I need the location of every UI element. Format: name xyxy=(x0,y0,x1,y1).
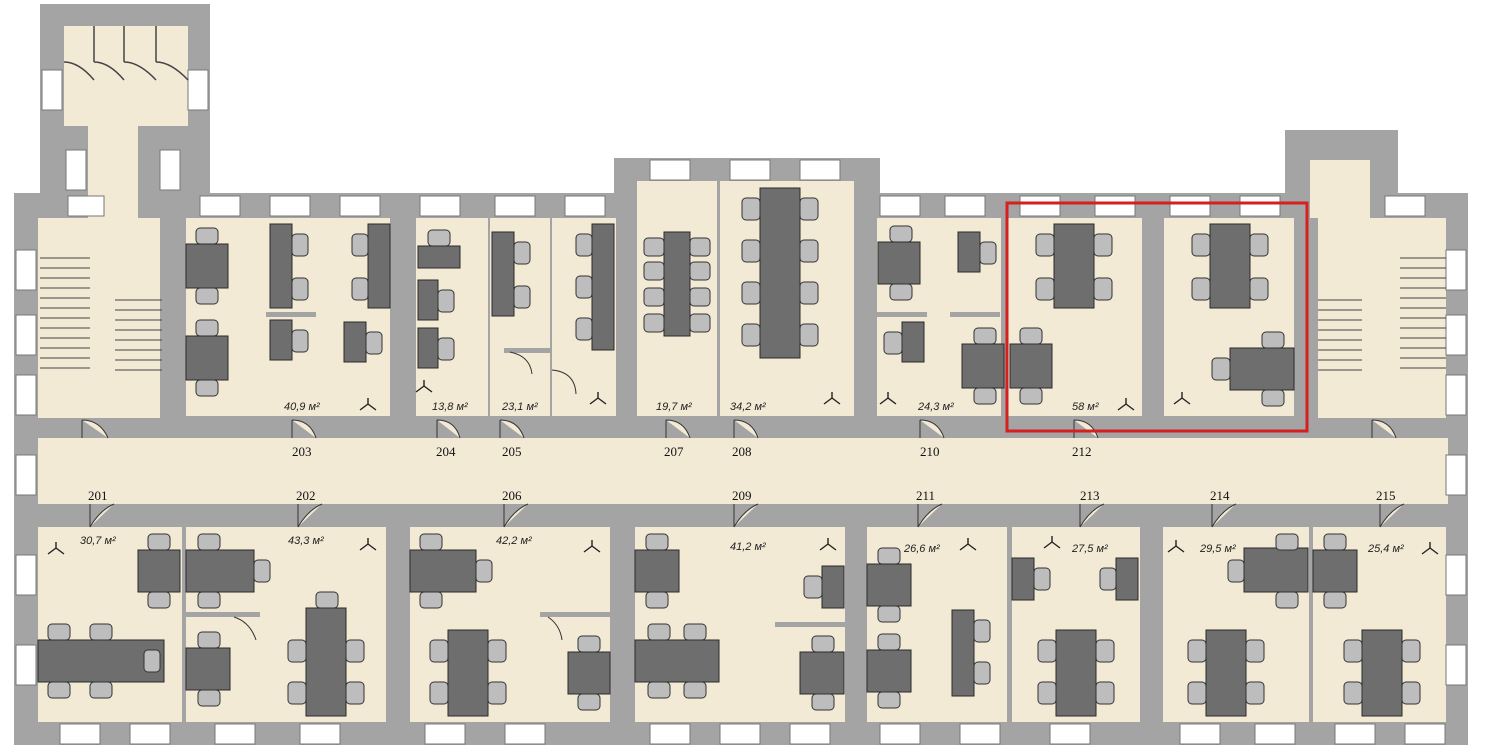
internal-walls xyxy=(160,218,1318,627)
room-number-204: 204 xyxy=(436,444,456,459)
room-number-202: 202 xyxy=(296,488,316,503)
area-label-204: 13,8 м² xyxy=(432,401,468,413)
area-label-210: 24,3 м² xyxy=(917,401,954,413)
room-number-205: 205 xyxy=(502,444,522,459)
stairs-right xyxy=(1318,257,1446,371)
room-number-212: 212 xyxy=(1072,444,1092,459)
room-number-209: 209 xyxy=(732,488,752,503)
room-number-labels: 203 204 205 207 208 210 212 201 202 206 … xyxy=(88,444,1396,503)
ceiling-fixture-icons xyxy=(47,380,1439,555)
top-stall-partitions xyxy=(63,26,189,81)
area-label-205: 23,1 м² xyxy=(501,401,538,413)
area-label-213: 27,5 м² xyxy=(1071,543,1108,555)
area-label-202: 43,3 м² xyxy=(288,535,324,547)
room-number-214: 214 xyxy=(1210,488,1230,503)
room-number-206: 206 xyxy=(502,488,522,503)
area-label-201: 30,7 м² xyxy=(80,535,116,547)
room-number-211: 211 xyxy=(916,488,935,503)
area-label-203: 40,9 м² xyxy=(284,401,320,413)
room-number-201: 201 xyxy=(88,488,108,503)
area-label-209: 41,2 м² xyxy=(730,541,766,553)
area-label-214: 29,5 м² xyxy=(1199,543,1236,555)
room-area-labels: 40,9 м² 13,8 м² 23,1 м² 19,7 м² 34,2 м² … xyxy=(80,401,1404,555)
windows xyxy=(15,69,1467,745)
area-label-208: 34,2 м² xyxy=(730,401,766,413)
room-number-215: 215 xyxy=(1376,488,1396,503)
office-furniture xyxy=(37,187,1421,717)
area-label-207: 19,7 м² xyxy=(656,401,692,413)
area-label-211: 26,6 м² xyxy=(903,543,940,555)
room-number-208: 208 xyxy=(732,444,752,459)
room-number-210: 210 xyxy=(920,444,940,459)
room-number-207: 207 xyxy=(664,444,684,459)
room-number-203: 203 xyxy=(292,444,312,459)
area-label-206: 42,2 м² xyxy=(496,535,532,547)
highlight-room-212 xyxy=(1005,201,1309,433)
stairs-left xyxy=(40,257,162,371)
doors xyxy=(81,351,1405,641)
area-label-212: 58 м² xyxy=(1072,401,1099,413)
room-number-213: 213 xyxy=(1080,488,1100,503)
area-label-215: 25,4 м² xyxy=(1367,543,1404,555)
